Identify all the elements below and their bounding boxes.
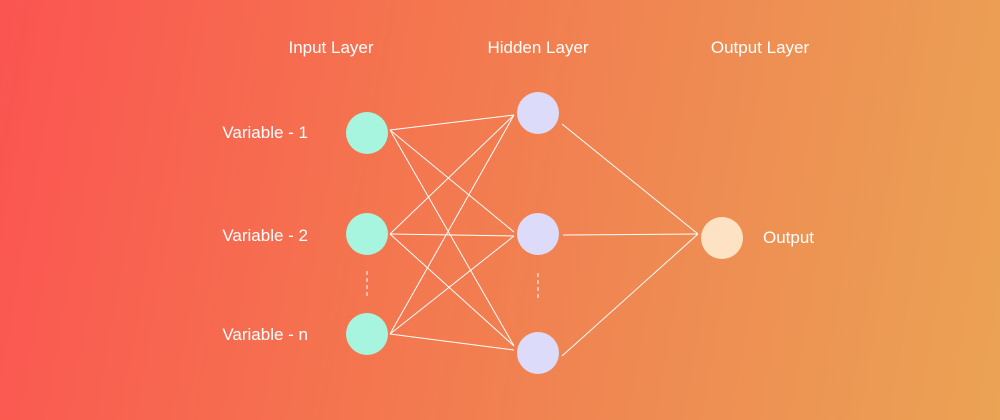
- connection-input1-hidden1: [389, 114, 515, 131]
- input-node-n: [346, 313, 388, 355]
- connection-hidden2-output: [562, 233, 699, 236]
- input-label-1: Variable - 1: [222, 123, 308, 142]
- connection-input1-hidden2: [389, 129, 515, 233]
- output-label: Output: [763, 228, 815, 247]
- connection-inputn-hidden1: [389, 114, 515, 335]
- hidden-node-2: [517, 213, 559, 255]
- input-node-1: [346, 112, 388, 154]
- hidden-layer-title: Hidden Layer: [487, 38, 589, 57]
- connection-inputn-hidden2: [389, 235, 515, 335]
- input-label-n: Variable - n: [222, 325, 308, 344]
- input-label-2: Variable - 2: [222, 226, 308, 245]
- output-layer-title: Output Layer: [710, 38, 810, 57]
- input-layer-title: Input Layer: [288, 38, 374, 57]
- connection-input2-hidden3: [389, 233, 515, 347]
- connection-inputn-hidden3: [389, 333, 515, 351]
- hidden-node-1: [517, 92, 559, 134]
- input-node-2: [346, 213, 388, 255]
- connection-input2-hidden2: [389, 233, 515, 237]
- output-node: [701, 217, 743, 259]
- connection-hidden1-output: [561, 123, 699, 235]
- connection-input1-hidden3: [389, 129, 515, 347]
- hidden-node-3: [517, 332, 559, 374]
- connection-hidden3-output: [561, 233, 699, 357]
- connection-input2-hidden1: [389, 114, 515, 235]
